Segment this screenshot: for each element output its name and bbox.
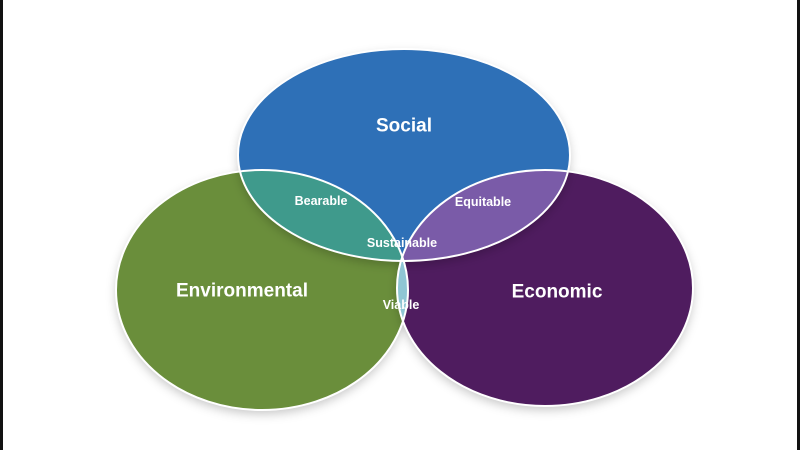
sustainable-label: Sustainable <box>367 236 437 250</box>
viable-label: Viable <box>383 298 420 312</box>
bearable-label: Bearable <box>295 194 348 208</box>
environmental-outline <box>115 169 409 411</box>
economic-label: Economic <box>512 282 603 303</box>
bearable-overlap <box>238 170 408 261</box>
left-frame-edge <box>0 0 3 450</box>
social-label: Social <box>376 116 432 137</box>
right-frame-edge <box>797 0 800 450</box>
equitable-overlap <box>397 170 570 261</box>
economic-outline <box>396 169 694 407</box>
environmental-label: Environmental <box>176 281 308 302</box>
equitable-label: Equitable <box>455 195 511 209</box>
